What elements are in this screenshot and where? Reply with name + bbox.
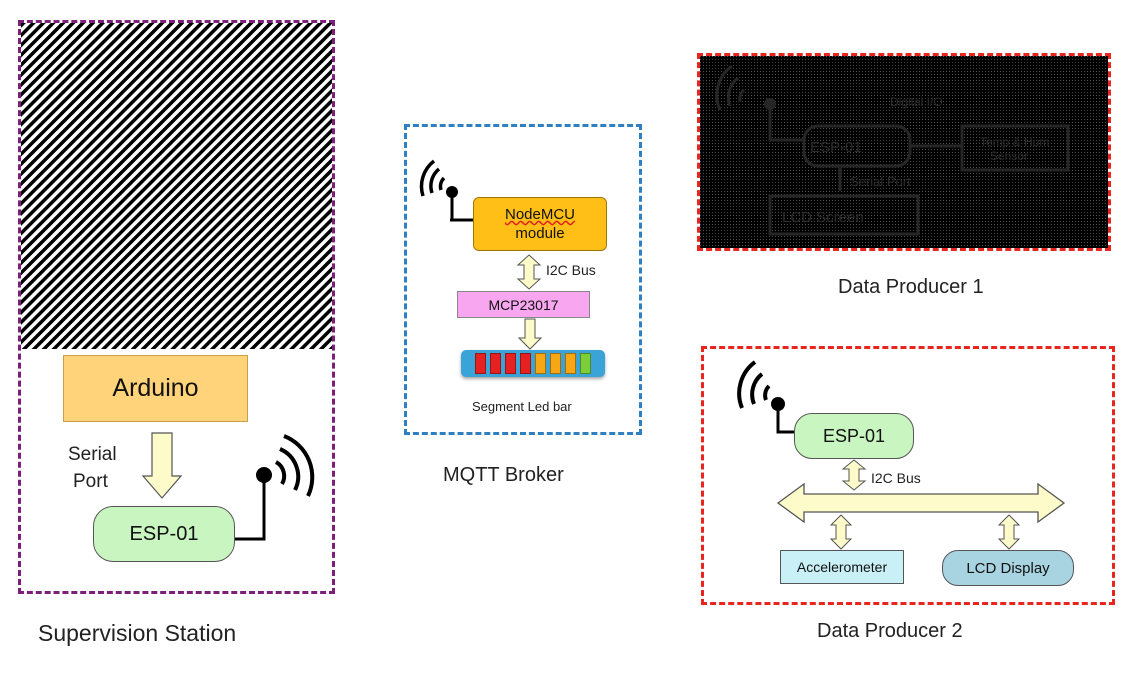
serial-arrow [141, 432, 183, 499]
svg-text:Digital I/O: Digital I/O [890, 95, 943, 109]
data-producer-2-box [701, 346, 1115, 605]
mcp23017-block: MCP23017 [457, 291, 590, 318]
broker-i2c-bus-label: I2C Bus [546, 262, 596, 278]
accelerometer-block: Accelerometer [780, 550, 904, 584]
serial-port-line2: Port [73, 471, 108, 492]
svg-text:Serial Port: Serial Port [850, 174, 911, 189]
svg-text:ESP-01: ESP-01 [810, 139, 862, 156]
led-segment-1 [475, 353, 486, 374]
mqtt-broker-box [404, 124, 642, 435]
producer-2-esp01-block: ESP-01 [794, 413, 914, 459]
data-producer-1-caption: Data Producer 1 [838, 276, 984, 298]
hatched-redaction [21, 23, 332, 349]
svg-text:LCD Screen: LCD Screen [782, 209, 864, 226]
lcd-display-block: LCD Display [942, 550, 1074, 586]
accelerometer-arrow [829, 514, 853, 550]
arduino-label: Arduino [112, 374, 199, 402]
nodemcu-block: NodeMCU module [473, 197, 607, 251]
led-segment-3 [505, 353, 516, 374]
producer-2-antenna [737, 360, 802, 434]
accelerometer-label: Accelerometer [796, 559, 888, 575]
supervision-antenna [235, 434, 315, 541]
svg-text:Sensor: Sensor [990, 149, 1028, 163]
serial-port-label: Serial Port [68, 441, 117, 495]
supervision-esp01-label: ESP-01 [129, 522, 199, 545]
broker-down-arrow [518, 318, 542, 350]
led-segment-7 [565, 353, 576, 374]
segment-led-bar [461, 350, 605, 377]
supervision-station-caption: Supervision Station [38, 620, 237, 646]
data-producer-2-caption: Data Producer 2 [817, 620, 963, 642]
led-segment-5 [535, 353, 546, 374]
producer-2-esp01-label: ESP-01 [822, 425, 886, 446]
segment-led-bar-label: Segment Led bar [472, 399, 572, 414]
arduino-block: Arduino [63, 355, 248, 422]
producer-2-i2c-arrow [841, 459, 867, 491]
lcd-display-arrow [997, 514, 1021, 550]
serial-port-line1: Serial [68, 444, 117, 465]
supervision-esp01-block: ESP-01 [93, 506, 235, 562]
svg-text:Temp & Hum: Temp & Hum [980, 135, 1049, 149]
led-segment-8 [580, 353, 591, 374]
nodemcu-line1: NodeMCU [504, 206, 576, 223]
led-segment-2 [490, 353, 501, 374]
mcp23017-label: MCP23017 [488, 296, 559, 313]
lcd-display-label: LCD Display [966, 559, 1050, 577]
mqtt-broker-caption: MQTT Broker [443, 464, 564, 486]
data-producer-1-box [697, 53, 1111, 251]
broker-i2c-arrow [516, 254, 542, 290]
supervision-station-box [18, 20, 335, 594]
producer-2-i2c-bus-line [776, 482, 1066, 524]
led-segment-6 [550, 353, 561, 374]
led-segment-4 [520, 353, 531, 374]
producer-2-i2c-bus-label: I2C Bus [871, 470, 921, 486]
data-producer-1-obscured-content: Digital I/O ESP-01 Temp & Hum Sensor Ser… [700, 56, 1108, 248]
nodemcu-line2: module [515, 225, 565, 242]
